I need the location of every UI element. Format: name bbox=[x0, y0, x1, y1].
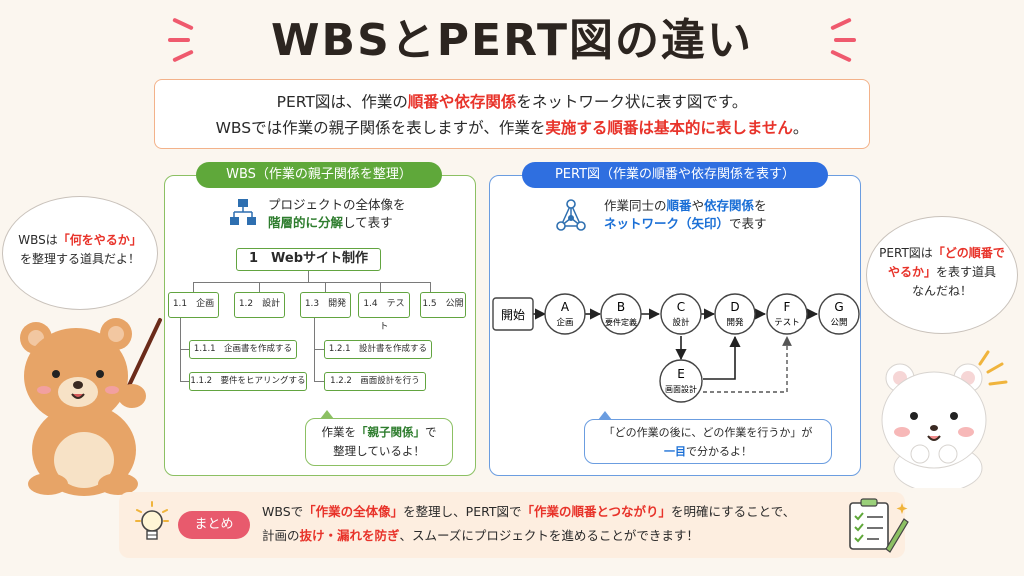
svg-text:テスト: テスト bbox=[774, 318, 800, 328]
pert-header-pill: PERT図（作業の順番や依存関係を表す） bbox=[522, 162, 828, 188]
tree-line bbox=[314, 381, 324, 382]
wbs-header-pill: WBS（作業の親子関係を整理） bbox=[196, 162, 442, 188]
wbs-leaf-node: 1.2.2 画面設計を行う bbox=[324, 372, 426, 391]
tree-line bbox=[180, 349, 189, 350]
wbs-node: 1.1 企画 bbox=[168, 292, 219, 318]
intro-line-2: WBSでは作業の親子関係を表しますが、作業を実施する順番は基本的に表しません。 bbox=[215, 119, 809, 137]
svg-text:B: B bbox=[617, 300, 625, 314]
wbs-node: 1.4 テスト bbox=[358, 292, 410, 332]
teacher-bear-illustration bbox=[20, 318, 162, 496]
pert-node-e: E 画面設計 bbox=[659, 359, 703, 403]
svg-text:要件定義: 要件定義 bbox=[605, 317, 637, 327]
pert-sub-line-1: 作業同士の順番や依存関係を bbox=[604, 198, 767, 213]
svg-text:企画: 企画 bbox=[556, 317, 573, 328]
tree-line bbox=[180, 318, 181, 382]
tree-line bbox=[380, 282, 381, 292]
svg-text:F: F bbox=[784, 300, 791, 314]
wbs-sub-line-1: プロジェクトの全体像を bbox=[268, 197, 406, 212]
summary-tag: まとめ bbox=[178, 511, 250, 539]
right-thought-bubble: PERT図は「どの順番で やるか」を表す道具 なんだね！ bbox=[866, 216, 1018, 334]
pert-node-c: C 設計 bbox=[660, 293, 702, 335]
wbs-leaf-node: 1.2.1 設計書を作成する bbox=[324, 340, 432, 359]
pert-node-f: F テスト bbox=[766, 293, 808, 335]
tree-line bbox=[193, 282, 194, 292]
tree-line bbox=[430, 282, 431, 292]
tree-line bbox=[325, 282, 326, 292]
pert-arrow bbox=[703, 335, 741, 380]
left-thought-bubble: WBSは「何をやるか」 を整理する道具だよ！ bbox=[2, 196, 158, 310]
wbs-leaf-node: 1.1.1 企画書を作成する bbox=[189, 340, 297, 359]
callout-tail bbox=[598, 411, 612, 420]
svg-text:設計: 設計 bbox=[672, 317, 690, 328]
wbs-node: 1.5 公開 bbox=[420, 292, 466, 318]
callout-tail bbox=[320, 410, 334, 419]
tree-line bbox=[314, 349, 324, 350]
tree-line bbox=[259, 282, 260, 292]
wbs-root-node: 1 Webサイト制作 bbox=[236, 248, 381, 271]
summary-box bbox=[119, 492, 905, 558]
tree-line bbox=[193, 282, 430, 283]
svg-text:G: G bbox=[834, 300, 843, 314]
white-bear-illustration bbox=[881, 350, 1008, 488]
summary-text: WBSで「作業の全体像」を整理し、PERT図で「作業の順番とつながり」を明確にす… bbox=[262, 504, 796, 543]
svg-text:公開: 公開 bbox=[830, 318, 847, 328]
pert-node-g: G 公開 bbox=[818, 293, 860, 335]
pert-dashed-arrow bbox=[703, 336, 792, 393]
checklist-icon bbox=[849, 498, 909, 553]
pert-start-node bbox=[492, 297, 534, 331]
svg-text:A: A bbox=[561, 300, 570, 314]
intro-line-1: PERT図は、作業の順番や依存関係をネットワーク状に表す図です。 bbox=[276, 93, 748, 111]
network-icon bbox=[556, 199, 586, 231]
intro-box: PERT図は、作業の順番や依存関係をネットワーク状に表す図です。 WBSでは作業… bbox=[154, 79, 870, 149]
tree-line bbox=[314, 318, 315, 382]
spark-icon bbox=[834, 38, 856, 42]
lightbulb-icon bbox=[135, 501, 169, 540]
wbs-node: 1.3 開発 bbox=[300, 292, 351, 318]
wbs-leaf-node: 1.1.2 要件をヒアリングする bbox=[189, 372, 307, 391]
svg-text:画面設計: 画面設計 bbox=[665, 384, 697, 394]
tree-line bbox=[308, 271, 309, 282]
pert-node-d: D 開発 bbox=[714, 293, 756, 335]
hierarchy-icon bbox=[230, 199, 256, 225]
pert-network-diagram: 開始 A 企画 B 要件定義 C 設計 D 開発 F テスト G 公開 E 画面… bbox=[492, 293, 860, 403]
wbs-callout: 作業を「親子関係」で 整理しているよ！ bbox=[305, 418, 453, 466]
svg-text:C: C bbox=[677, 300, 685, 314]
spark-icon bbox=[168, 38, 190, 42]
pert-node-b: B 要件定義 bbox=[600, 293, 642, 335]
wbs-sub-line-2: 階層的に分解して表す bbox=[268, 215, 393, 230]
pert-node-a: A 企画 bbox=[544, 293, 586, 335]
svg-text:D: D bbox=[730, 300, 739, 314]
page-title: WBSとPERT図の違い bbox=[271, 15, 753, 66]
pert-callout: 「どの作業の後に、どの作業を行うか」が 一目で分かるよ！ bbox=[584, 419, 832, 464]
pert-sub-line-2: ネットワーク（矢印）で表す bbox=[604, 216, 767, 231]
svg-text:E: E bbox=[677, 367, 685, 381]
svg-text:開発: 開発 bbox=[726, 318, 744, 328]
pert-start-label: 開始 bbox=[501, 308, 525, 322]
tree-line bbox=[180, 381, 189, 382]
wbs-node: 1.2 設計 bbox=[234, 292, 285, 318]
